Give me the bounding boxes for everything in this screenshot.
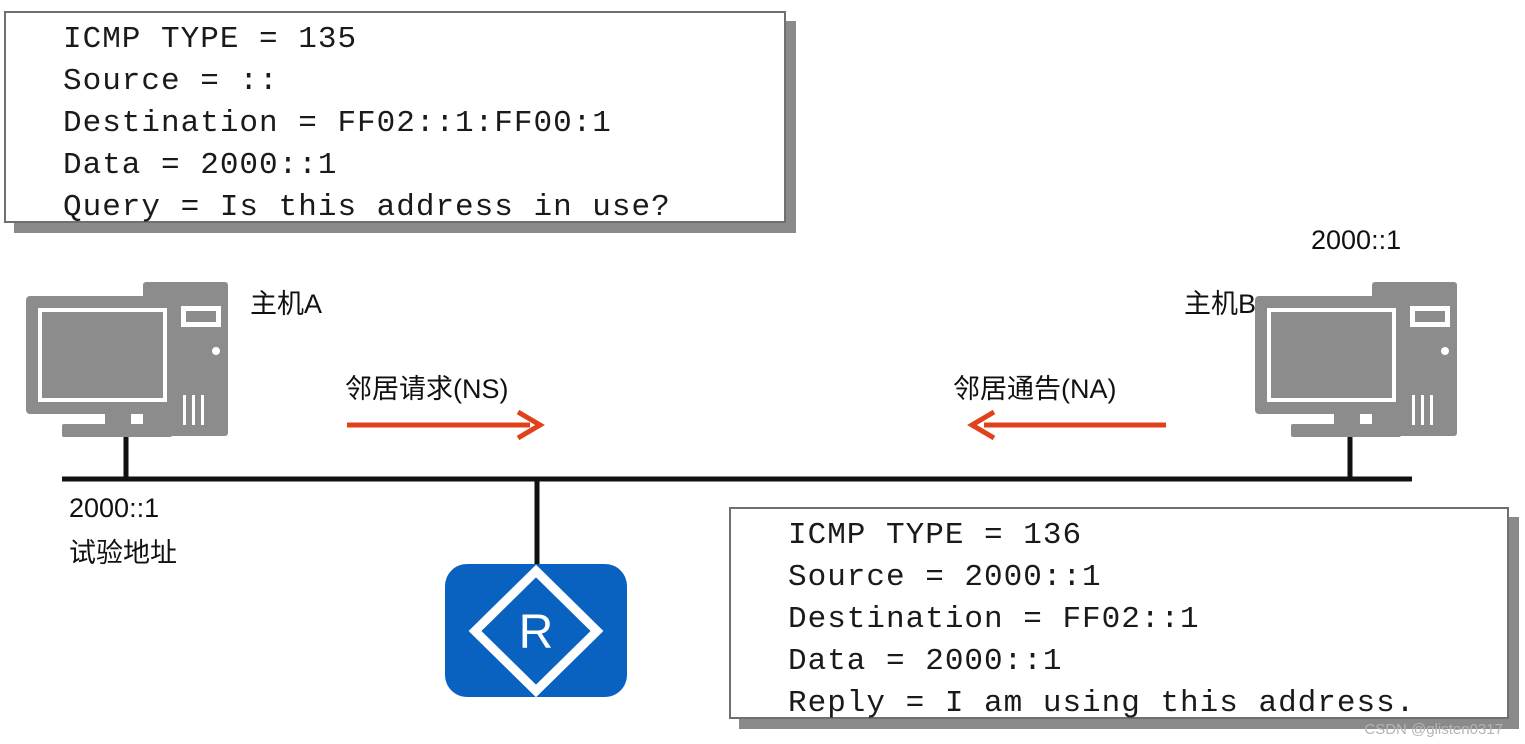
na-packet-line: Reply = I am using this address. [788, 686, 1416, 721]
router-icon: R [445, 564, 627, 698]
na-message-label: 邻居通告(NA) [953, 374, 1117, 404]
na-packet-line: Data = 2000::1 [788, 644, 1063, 679]
ns-packet-line: Source = :: [63, 64, 279, 99]
ns-packet-line: Data = 2000::1 [63, 148, 338, 183]
na-arrow-icon [967, 409, 1166, 441]
na-packet-box: ICMP TYPE = 136 Source = 2000::1 Destina… [729, 507, 1509, 721]
ns-arrow-icon [347, 409, 545, 441]
host-a-address-note: 试验地址 [69, 538, 177, 568]
host-b-address: 2000::1 [1311, 225, 1402, 255]
na-packet-line: Destination = FF02::1 [788, 602, 1200, 637]
ns-packet-line: Destination = FF02::1:FF00:1 [63, 106, 612, 141]
na-packet-line: Source = 2000::1 [788, 560, 1102, 595]
host-a-address: 2000::1 [69, 493, 160, 523]
ns-packet-line: Query = Is this address in use? [63, 190, 671, 225]
na-packet-line: ICMP TYPE = 136 [788, 518, 1083, 553]
ns-packet-line: ICMP TYPE = 135 [63, 22, 358, 57]
ns-message-label: 邻居请求(NS) [345, 374, 509, 404]
host-a-name: 主机A [250, 289, 323, 319]
watermark: CSDN @glisten0317 [1364, 721, 1503, 738]
router-letter: R [519, 606, 554, 659]
host-b-computer-icon [1255, 282, 1457, 437]
host-a-computer-icon [26, 282, 228, 437]
ns-packet-box: ICMP TYPE = 135 Source = :: Destination … [4, 11, 786, 225]
host-b-name: 主机B [1184, 289, 1257, 319]
